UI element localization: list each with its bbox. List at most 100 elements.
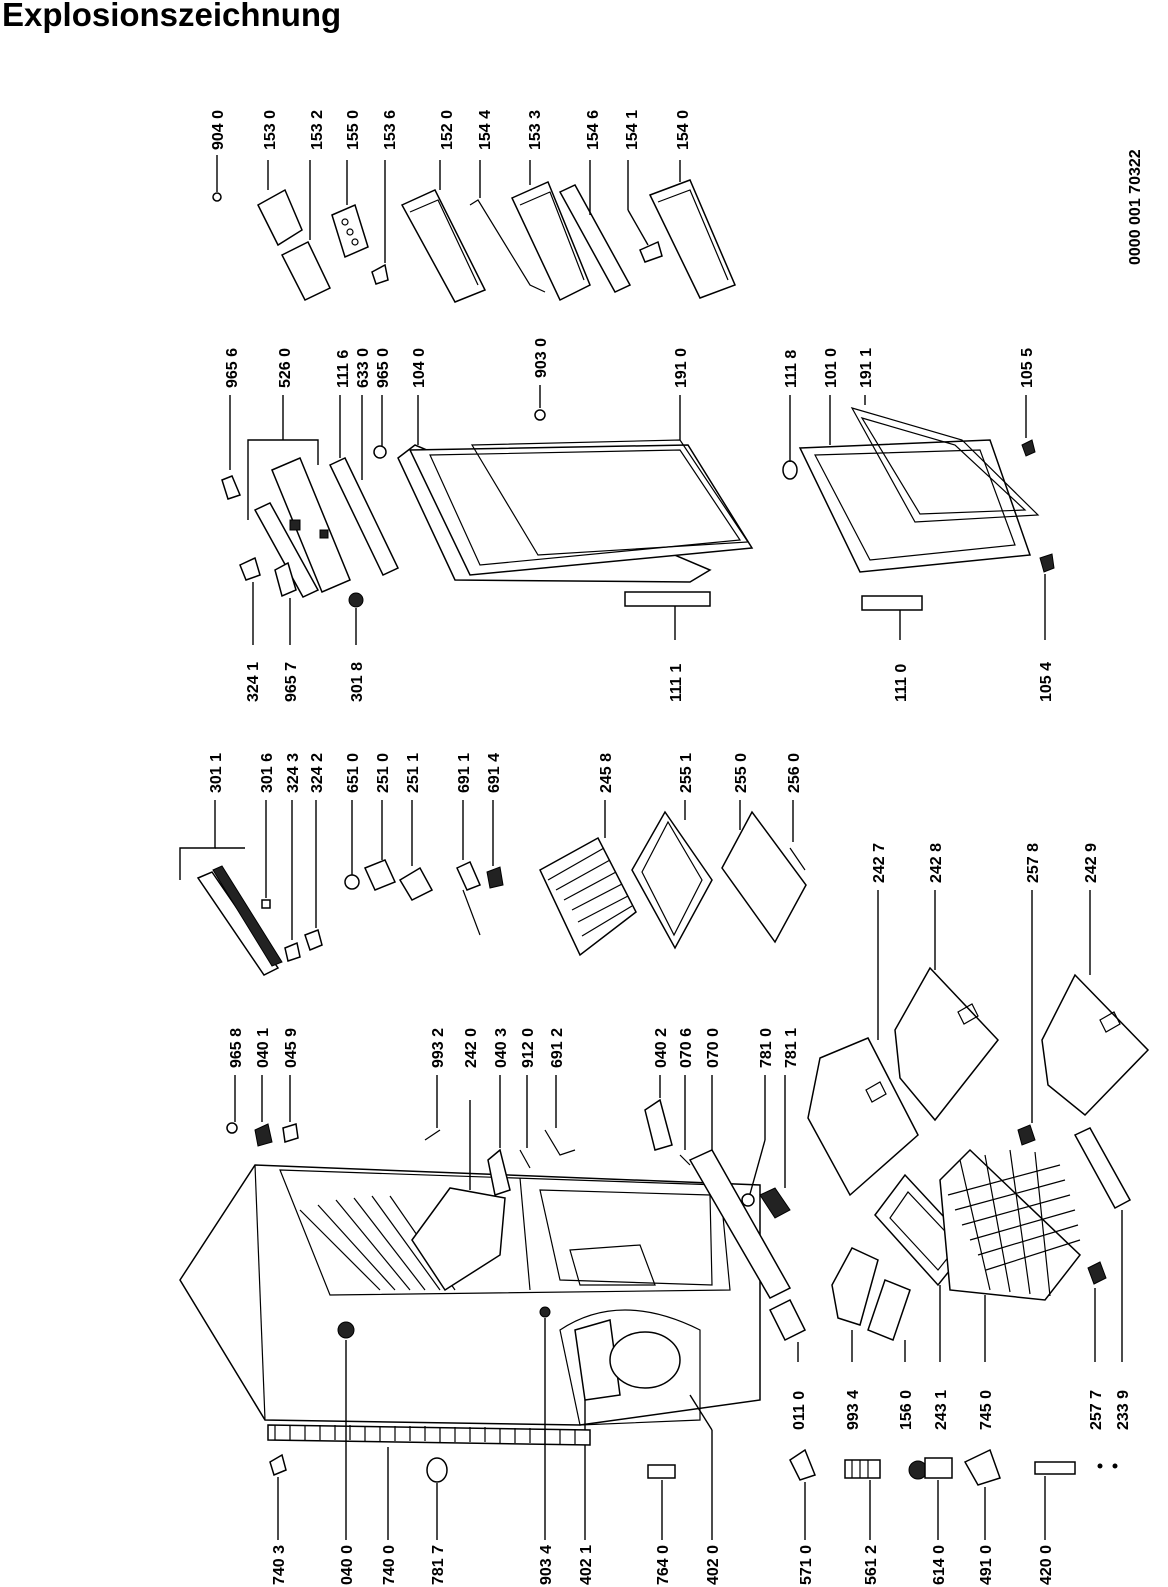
part-label-2420: 242 0	[463, 1028, 480, 1068]
part-993-2-shape	[424, 1129, 441, 1141]
part-label-6912: 691 2	[549, 1028, 566, 1068]
part-label-4910: 491 0	[978, 1545, 995, 1585]
part-191-0-shape	[470, 439, 750, 556]
part-label-3241: 324 1	[245, 662, 262, 702]
part-233-9-shape	[1073, 1127, 1132, 1210]
part-label-1055: 105 5	[1019, 348, 1036, 388]
part-242-0-shape	[411, 1187, 506, 1292]
part-040-2-shape	[644, 1098, 673, 1151]
part-label-1054: 105 4	[1038, 662, 1055, 702]
part-label-5710: 571 0	[798, 1545, 815, 1585]
part-256-0-shape	[789, 847, 806, 871]
part-label-1010: 101 0	[823, 348, 840, 388]
part-301-8-shape	[348, 592, 364, 608]
part-420-0-shape	[1034, 1461, 1076, 1475]
part-label-4020: 402 0	[705, 1545, 722, 1585]
part-154-6-shape	[558, 184, 632, 293]
part-label-2339: 233 9	[1115, 1390, 1132, 1430]
part-903-0-shape	[534, 409, 546, 421]
part-label-9656: 965 6	[224, 348, 241, 388]
part-764-0-shape	[647, 1464, 676, 1479]
part-label-1546: 154 6	[585, 110, 602, 150]
part-label-7403: 740 3	[271, 1545, 288, 1585]
part-label-9658: 965 8	[228, 1028, 245, 1068]
part-label-9657: 965 7	[283, 662, 300, 702]
part-904-0-shape	[212, 192, 222, 202]
part-label-6911: 691 1	[456, 753, 473, 793]
part-label-6510: 651 0	[345, 753, 362, 793]
part-label-0400: 040 0	[339, 1545, 356, 1585]
part-324-2-shape	[304, 929, 323, 952]
part-label-9932: 993 2	[430, 1028, 447, 1068]
leader-402-0	[689, 1394, 713, 1431]
part-993-4-shape	[831, 1247, 879, 1326]
part-label-2511: 251 1	[405, 753, 422, 793]
part-label-0700: 070 0	[705, 1028, 722, 1068]
part-152-0-shape	[400, 189, 487, 303]
part-label-5612: 561 2	[863, 1545, 880, 1585]
part-label-1116: 111 6	[335, 350, 352, 388]
part-label-0403: 040 3	[493, 1028, 510, 1068]
part-label-0401: 040 1	[255, 1028, 272, 1068]
drawer-group	[807, 890, 1150, 1197]
part-label-7450: 745 0	[978, 1390, 995, 1430]
part-label-0459: 045 9	[283, 1028, 300, 1068]
part-011-0-shape	[768, 1298, 807, 1342]
part-526-0-shape	[271, 457, 351, 593]
part-491-0-shape	[963, 1448, 1001, 1486]
part-040-3-shape	[487, 1148, 511, 1196]
shelf-group	[179, 800, 807, 976]
part-label-1111: 111 1	[668, 664, 685, 702]
part-label-1532: 153 2	[309, 110, 326, 150]
part-label-9650: 965 0	[375, 348, 392, 388]
part-label-6140: 614 0	[931, 1545, 948, 1585]
part-label-1560: 156 0	[898, 1390, 915, 1430]
part-156-0-shape	[867, 1279, 911, 1341]
door-shelf-group	[212, 155, 736, 303]
part-153-6-shape	[371, 263, 389, 285]
part-label-9120: 912 0	[520, 1028, 537, 1068]
part-251-1-shape	[398, 866, 434, 901]
part-label-2429: 242 9	[1083, 843, 1100, 883]
part-691-4-shape	[486, 866, 504, 889]
part-label-3242: 324 2	[309, 753, 326, 793]
part-label-6330: 633 0	[355, 348, 372, 388]
part-111-8-shape	[782, 460, 798, 480]
part-965-0-shape	[373, 445, 387, 459]
part-781-1-shape	[759, 1187, 791, 1219]
leader-781-0	[749, 1139, 766, 1195]
part-label-0402: 040 2	[653, 1028, 670, 1068]
part-912-0-shape	[519, 1149, 531, 1169]
part-111-1-shape	[624, 591, 711, 607]
cabinet-group	[179, 1075, 1132, 1540]
part-label-7400: 740 0	[381, 1545, 398, 1585]
part-561-2-shape	[844, 1459, 881, 1479]
part-111-6-shape	[328, 457, 400, 576]
part-154-0-shape	[648, 179, 736, 299]
part-571-0-shape	[789, 1448, 816, 1481]
part-label-9934: 993 4	[845, 1390, 862, 1430]
part-070-6-shape	[679, 1154, 691, 1166]
part-label-9030: 903 0	[533, 338, 550, 378]
part-154-4-shape	[469, 199, 546, 293]
part-745-0-shape	[939, 1148, 1082, 1301]
part-781-7-shape	[426, 1457, 448, 1483]
part-label-3018: 301 8	[349, 662, 366, 702]
part-402-1-shape	[574, 1319, 621, 1401]
part-label-1536: 153 6	[382, 110, 399, 150]
part-324-1-shape	[239, 556, 261, 581]
part-242-8-shape	[894, 966, 999, 1122]
part-651-0-shape	[344, 874, 360, 890]
part-label-1110: 111 0	[893, 664, 910, 702]
part-label-4200: 420 0	[1038, 1545, 1055, 1585]
part-691-2-shape	[544, 1129, 576, 1156]
part-242-9-shape	[1041, 973, 1150, 1117]
part-402-0-shape	[609, 1331, 681, 1389]
part-label-0110: 011 0	[791, 1391, 808, 1430]
part-257-8-shape	[1017, 1124, 1036, 1146]
part-153-2-shape	[280, 240, 331, 301]
bracket-301-1	[179, 830, 216, 880]
part-label-2560: 256 0	[786, 753, 803, 793]
